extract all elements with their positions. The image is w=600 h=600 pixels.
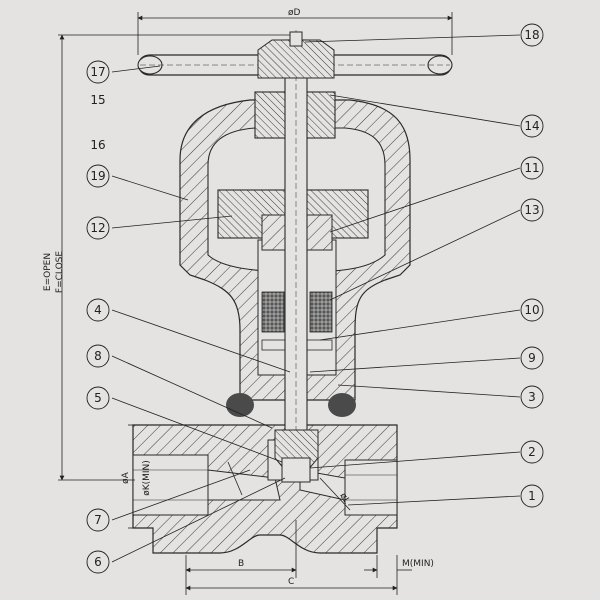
callout-12: 12 xyxy=(90,221,105,235)
dimension-lines xyxy=(58,12,453,595)
callout-7: 7 xyxy=(94,513,102,527)
callout-3: 3 xyxy=(528,390,536,404)
callout-8: 8 xyxy=(94,349,102,363)
dim-bore-a: øA xyxy=(121,471,131,484)
dim-width-b: B xyxy=(238,559,244,569)
dim-width-m: M(MIN) xyxy=(402,559,434,569)
handwheel xyxy=(137,31,453,79)
callout-10: 10 xyxy=(524,303,539,317)
callout-2: 2 xyxy=(528,445,536,459)
callout-circles xyxy=(86,23,544,574)
callout-labels: 18 17 15 14 16 19 11 13 12 10 4 9 8 3 5 … xyxy=(90,28,539,569)
callout-18: 18 xyxy=(524,28,539,42)
callout-11: 11 xyxy=(524,161,539,175)
callout-16: 16 xyxy=(90,138,105,152)
dim-bore-k: øK(MIN) xyxy=(142,460,152,496)
callout-13: 13 xyxy=(524,203,539,217)
dim-height-open: E=OPEN xyxy=(43,253,53,291)
callout-4: 4 xyxy=(94,303,102,317)
callout-15: 15 xyxy=(90,93,105,107)
callout-9: 9 xyxy=(528,351,536,365)
dim-handwheel-dia: øD xyxy=(288,8,301,18)
leader-lines xyxy=(111,34,521,563)
dim-angle-l: øL xyxy=(337,492,351,506)
callout-6: 6 xyxy=(94,555,102,569)
callout-19: 19 xyxy=(90,169,105,183)
body-bonnet-gasket xyxy=(226,393,356,417)
callout-5: 5 xyxy=(94,391,102,405)
stem xyxy=(274,30,319,483)
handwheel-nut xyxy=(289,31,303,47)
valve-body xyxy=(132,424,398,554)
callout-14: 14 xyxy=(524,119,539,133)
callout-17: 17 xyxy=(90,65,105,79)
dim-width-c: C xyxy=(288,577,294,587)
flow-passage-left xyxy=(207,469,281,501)
left-port xyxy=(132,454,209,516)
callout-1: 1 xyxy=(528,489,536,503)
right-port xyxy=(344,459,398,516)
gland-flange xyxy=(217,189,369,251)
dim-height-close: F=CLOSE xyxy=(55,251,65,293)
